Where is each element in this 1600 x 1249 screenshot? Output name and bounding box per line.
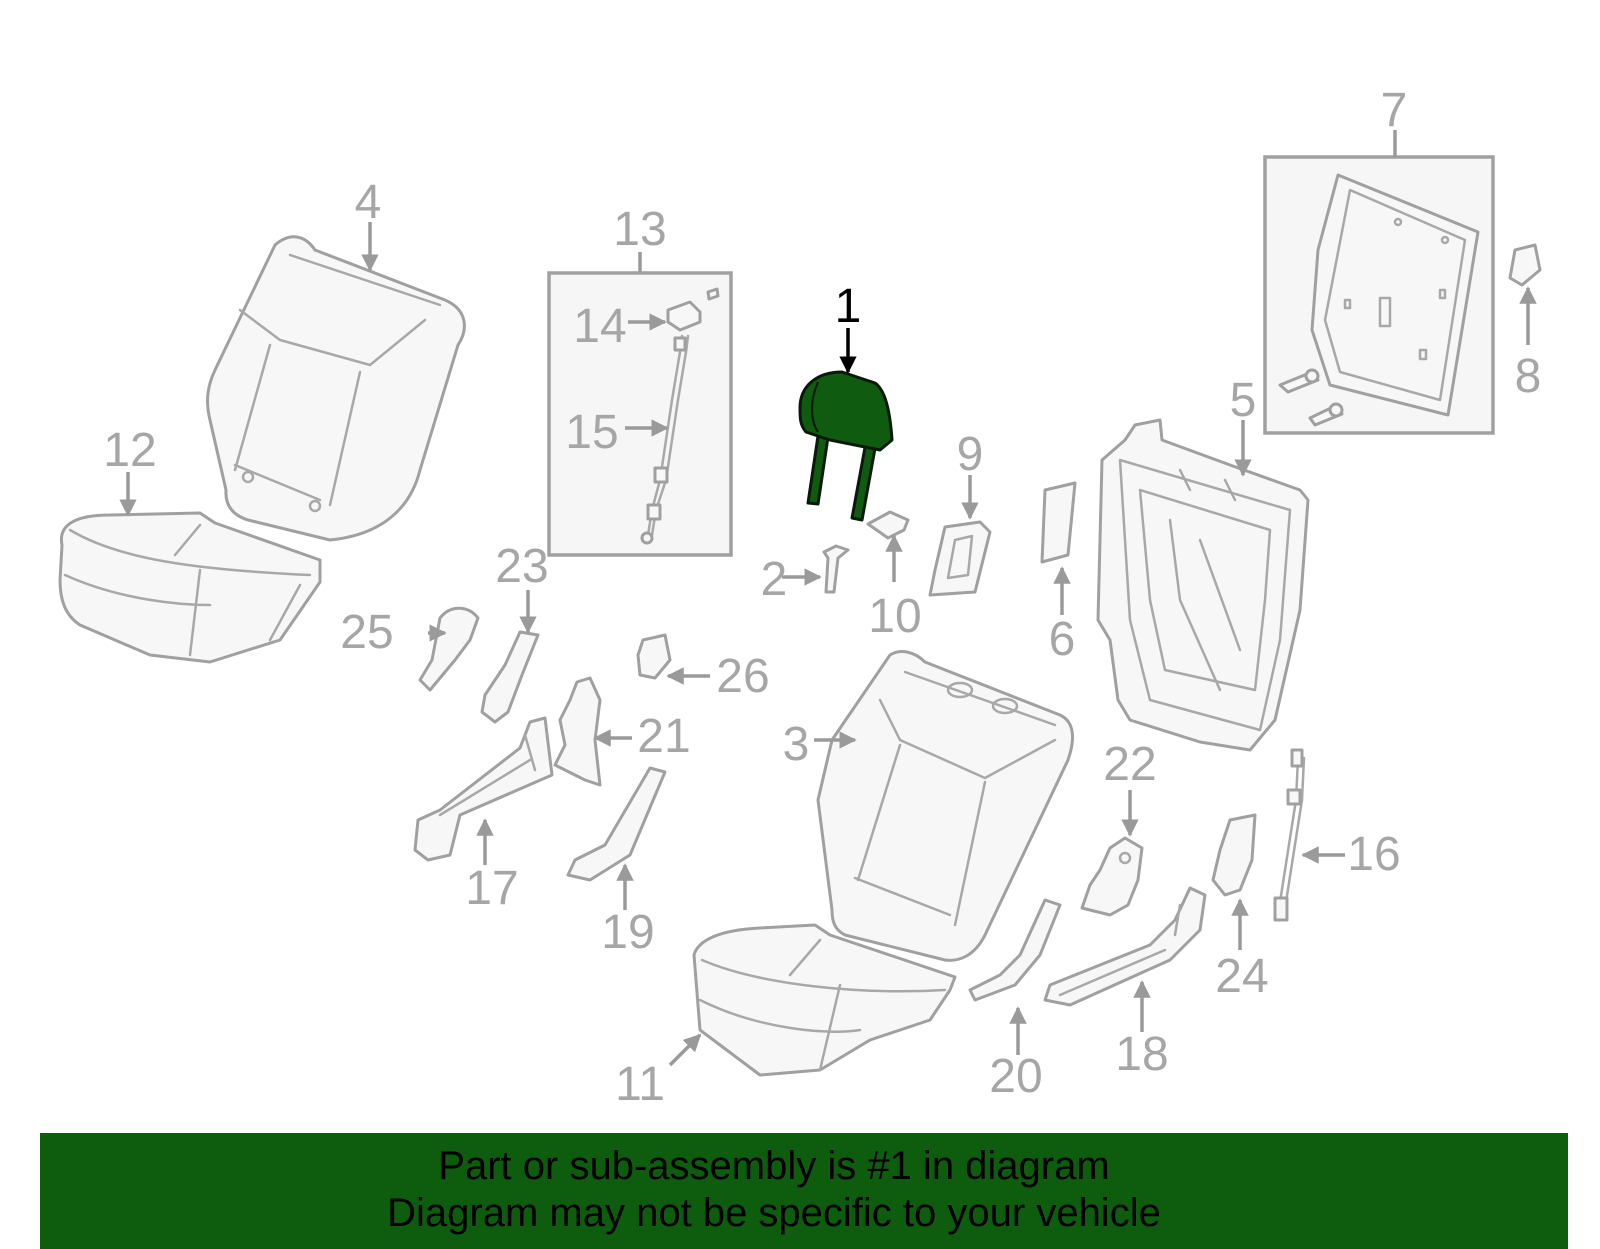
callout-7: 7 [1381, 84, 1408, 137]
part-23-trim[interactable] [480, 630, 540, 724]
callout-12: 12 [103, 424, 156, 477]
callout-10: 10 [868, 590, 921, 643]
callout-8: 8 [1515, 350, 1542, 403]
part-14-clip[interactable] [666, 287, 720, 332]
callout-2: 2 [761, 553, 788, 606]
callout-4: 4 [355, 176, 382, 229]
part-7-assembly-box[interactable] [1263, 155, 1495, 435]
callout-18: 18 [1115, 1028, 1168, 1081]
callout-6: 6 [1049, 613, 1076, 666]
part-15-cable[interactable] [640, 334, 690, 545]
part-2-pin[interactable] [822, 544, 850, 594]
info-banner: Part or sub-assembly is #1 in diagram Di… [40, 1133, 1568, 1249]
callout-17: 17 [465, 862, 518, 915]
banner-line-2: Diagram may not be specific to your vehi… [387, 1191, 1161, 1235]
part-21-bracket[interactable] [553, 676, 602, 787]
callout-25: 25 [340, 606, 393, 659]
callout-labels: 1 2 3 4 5 6 7 8 9 10 11 12 13 14 15 16 1… [103, 84, 1541, 1111]
callout-3: 3 [783, 718, 810, 771]
part-19-rail-cover[interactable] [566, 766, 667, 882]
callout-11: 11 [615, 1058, 665, 1111]
callout-23: 23 [495, 540, 548, 593]
callout-22: 22 [1103, 738, 1156, 791]
part-24-cover[interactable] [1211, 813, 1257, 897]
part-22-bracket[interactable] [1080, 836, 1144, 917]
part-17-rail-cover[interactable] [413, 716, 554, 862]
part-26-clip[interactable] [636, 633, 672, 680]
callout-14: 14 [573, 300, 626, 353]
callout-15: 15 [565, 406, 618, 459]
part-12-cushion-left[interactable] [58, 511, 322, 664]
part-20-rail-cover[interactable] [968, 898, 1062, 1002]
part-16-cable[interactable] [1273, 748, 1306, 922]
callout-9: 9 [957, 428, 984, 481]
callout-21: 21 [637, 710, 690, 763]
callout-1: 1 [835, 280, 862, 333]
part-10-guide[interactable] [866, 510, 910, 540]
callout-16: 16 [1347, 828, 1400, 881]
leader-lines [119, 130, 1537, 1067]
part-6-pad[interactable] [1040, 481, 1077, 564]
callout-5: 5 [1230, 374, 1257, 427]
part-18-rail-cover[interactable] [1043, 886, 1207, 1007]
callout-19: 19 [601, 906, 654, 959]
part-13-assembly-box[interactable] [547, 271, 733, 557]
part-1-headrest[interactable] [798, 370, 894, 522]
banner-line-1: Part or sub-assembly is #1 in diagram [438, 1144, 1110, 1188]
part-9-cover[interactable] [928, 520, 992, 597]
part-25-bracket[interactable] [418, 606, 480, 692]
part-3-seatback-center[interactable] [816, 650, 1074, 962]
callout-26: 26 [716, 650, 769, 703]
part-4-seatback-left[interactable] [206, 235, 466, 542]
callout-20: 20 [989, 1050, 1042, 1103]
part-8-clip[interactable] [1508, 243, 1542, 287]
callout-13: 13 [613, 203, 666, 256]
part-11-cushion-center[interactable] [692, 923, 957, 1077]
callout-24: 24 [1215, 950, 1268, 1003]
part-5-frame[interactable] [1096, 418, 1310, 752]
